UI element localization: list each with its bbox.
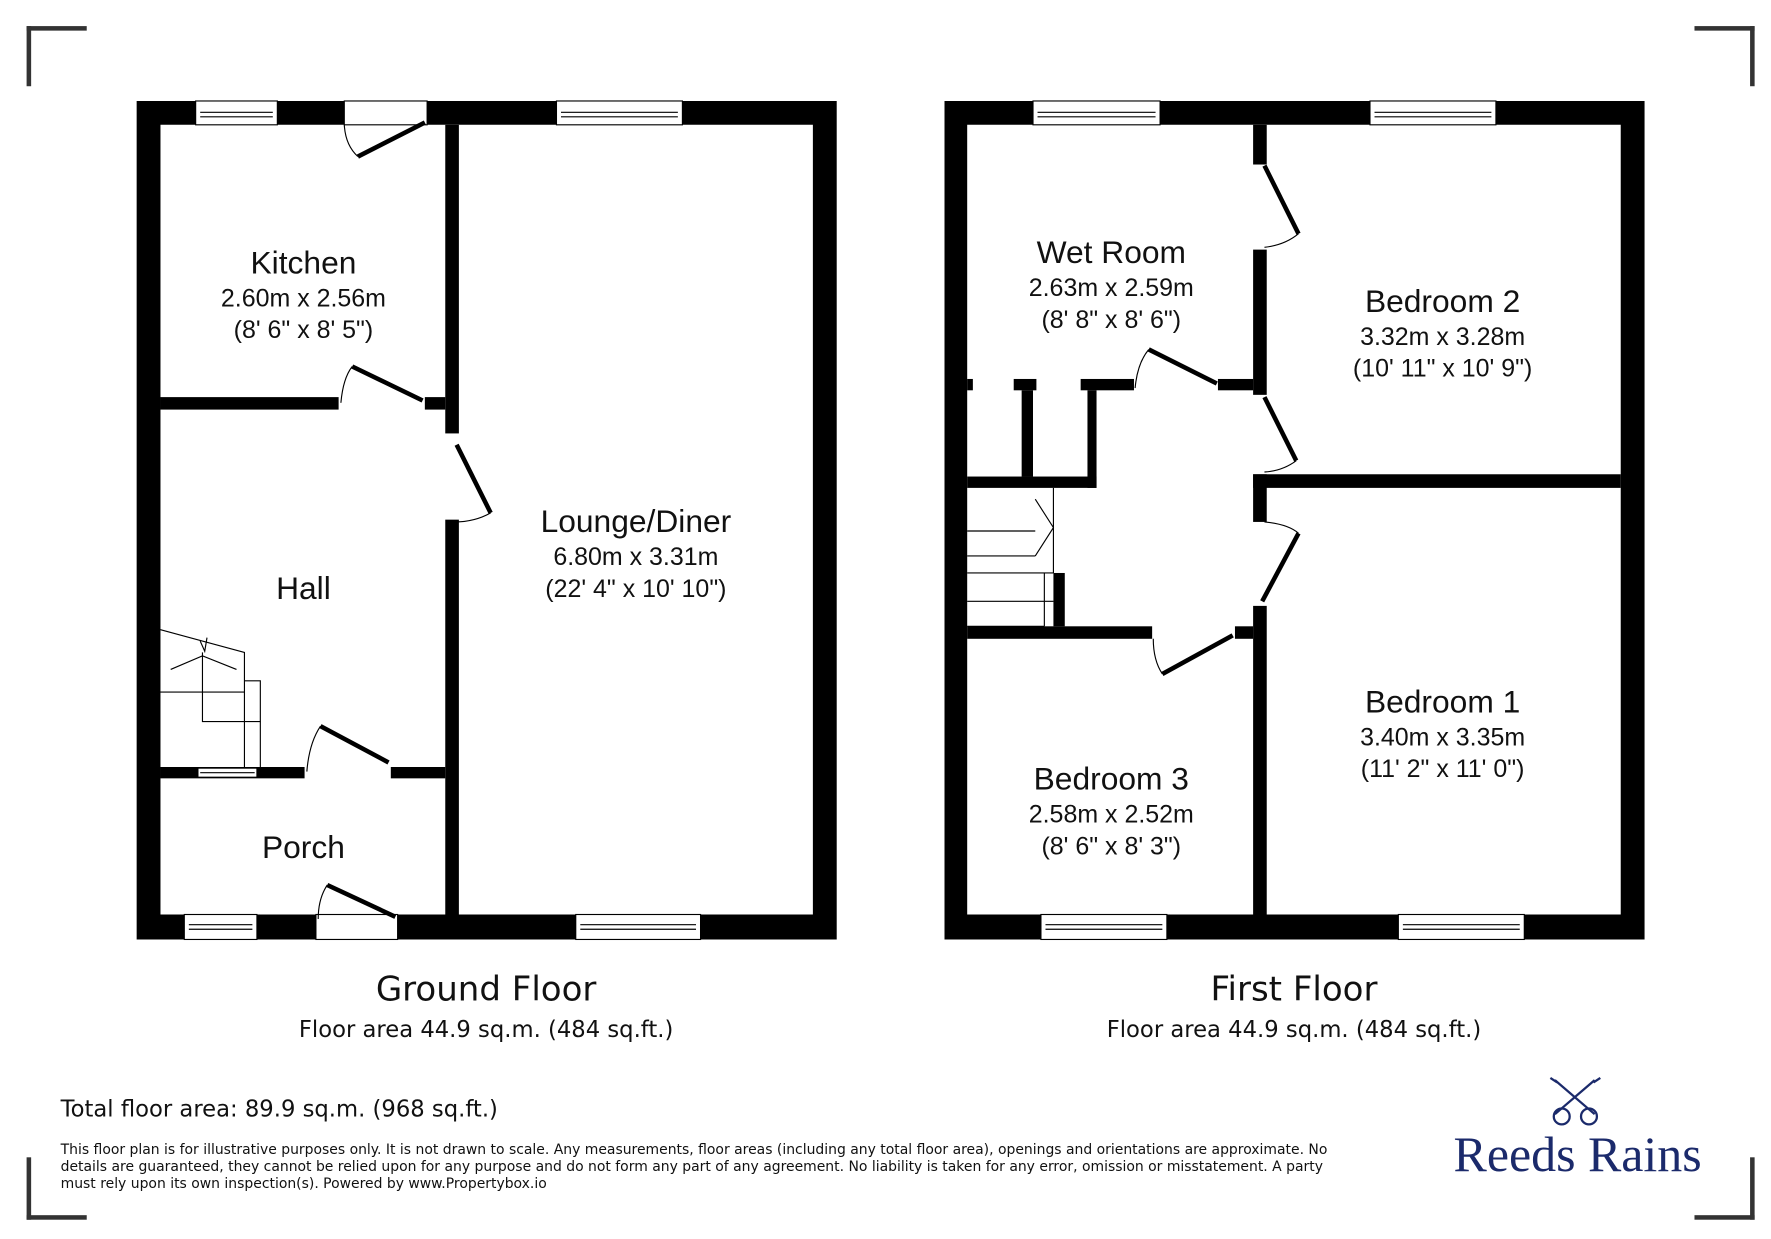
staircase [967, 487, 1055, 627]
room-size-metric-bedroom-2: 3.32m x 3.28m [1360, 323, 1525, 351]
room-name-lounge-diner: Lounge/Diner [541, 503, 732, 539]
corner-marks [26, 26, 1755, 1220]
walls [944, 100, 1645, 940]
room-size-imperial-lounge-diner: (22' 4" x 10' 10") [545, 575, 726, 603]
staircase [160, 629, 261, 767]
room-size-imperial-wet-room: (8' 8" x 8' 6") [1041, 306, 1181, 334]
floor-title-first: First Floor [1210, 970, 1377, 1010]
doors [1134, 164, 1301, 676]
floor-area-first: Floor area 44.9 sq.m. (484 sq.ft.) [1107, 1017, 1481, 1043]
disclaimer: This floor plan is for illustrative purp… [60, 1142, 1328, 1192]
room-size-metric-wet-room: 2.63m x 2.59m [1029, 274, 1194, 302]
ground-floor-plan: Kitchen 2.60m x 2.56m (8' 6" x 8' 5") Lo… [136, 100, 837, 1043]
disclaimer-line: This floor plan is for illustrative purp… [60, 1142, 1328, 1158]
logo-text: Reeds Rains [1454, 1127, 1702, 1182]
room-size-imperial-bedroom-2: (10' 11" x 10' 9") [1353, 355, 1532, 383]
room-name-bedroom-2: Bedroom 2 [1365, 283, 1520, 319]
room-size-metric-bedroom-1: 3.40m x 3.35m [1360, 723, 1525, 751]
reeds-rains-logo: Reeds Rains [1454, 1076, 1702, 1182]
disclaimer-line: must rely upon its own inspection(s). Po… [61, 1176, 547, 1192]
room-name-hall: Hall [276, 570, 331, 606]
first-floor-plan: Wet Room 2.63m x 2.59m (8' 8" x 8' 6") B… [944, 100, 1645, 1043]
crossed-keys-icon [1549, 1076, 1601, 1126]
room-size-imperial-bedroom-1: (11' 2" x 11' 0") [1361, 755, 1525, 783]
floor-area-ground: Floor area 44.9 sq.m. (484 sq.ft.) [299, 1017, 674, 1043]
doors [306, 100, 493, 941]
room-name-kitchen: Kitchen [250, 244, 356, 280]
room-size-metric-lounge-diner: 6.80m x 3.31m [553, 543, 718, 571]
room-size-metric-kitchen: 2.60m x 2.56m [221, 284, 386, 312]
room-name-bedroom-1: Bedroom 1 [1365, 684, 1520, 720]
room-size-imperial-kitchen: (8' 6" x 8' 5") [234, 316, 374, 344]
room-size-imperial-bedroom-3: (8' 6" x 8' 3") [1041, 832, 1181, 860]
room-size-metric-bedroom-3: 2.58m x 2.52m [1029, 801, 1194, 829]
room-name-bedroom-3: Bedroom 3 [1034, 761, 1189, 797]
walls [136, 100, 837, 940]
room-name-wet-room: Wet Room [1037, 234, 1186, 270]
windows [1032, 100, 1525, 941]
disclaimer-line: details are guaranteed, they cannot be r… [61, 1159, 1323, 1175]
floor-title-ground: Ground Floor [376, 970, 597, 1010]
total-floor-area: Total floor area: 89.9 sq.m. (968 sq.ft.… [60, 1096, 498, 1122]
room-name-porch: Porch [262, 829, 345, 865]
windows [183, 100, 702, 941]
